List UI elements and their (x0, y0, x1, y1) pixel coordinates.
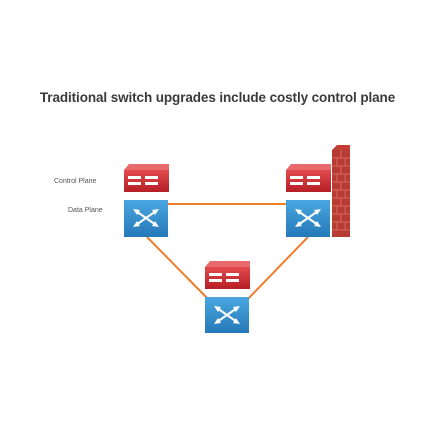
control-plane-box (286, 164, 331, 192)
firewall-icon (332, 145, 350, 237)
control-plane-box (124, 164, 169, 192)
link-left-bottom (146, 236, 213, 304)
switch-bottom (205, 261, 250, 333)
switch-right (286, 164, 331, 237)
control-plane-box (205, 261, 250, 289)
switch-left (124, 164, 169, 237)
control-plane-label: Control Plane (54, 178, 97, 185)
link-right-bottom (243, 236, 309, 304)
data-plane-label: Data Plane (68, 207, 103, 214)
slide-title: Traditional switch upgrades include cost… (39, 90, 396, 105)
